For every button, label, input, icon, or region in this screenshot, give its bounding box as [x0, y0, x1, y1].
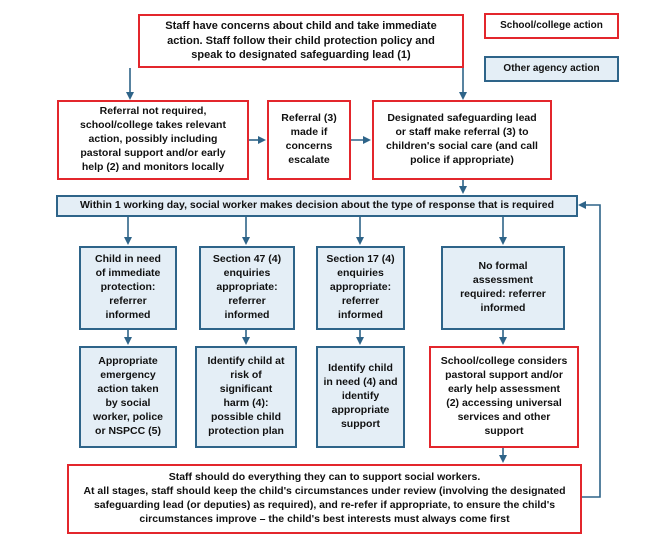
box-referral-not-required: Referral not required, school/college ta… — [57, 100, 249, 180]
box-significant-harm: Identify child at risk of significant ha… — [195, 346, 297, 448]
arrow-feedback-loop — [578, 201, 601, 498]
box-referral-escalate: Referral (3) made if concerns escalate — [267, 100, 351, 180]
box-no-formal-assessment: No formal assessment required: referrer … — [441, 246, 565, 330]
box-immediate-protection: Child in need of immediate protection: r… — [79, 246, 177, 330]
box-school-considers-support: School/college considers pastoral suppor… — [429, 346, 579, 448]
box-staff-concerns: Staff have concerns about child and take… — [138, 14, 464, 68]
box-make-referral: Designated safeguarding lead or staff ma… — [372, 100, 552, 180]
box-section-47: Section 47 (4) enquiries appropriate: re… — [199, 246, 295, 330]
box-support-social-workers: Staff should do everything they can to s… — [67, 464, 582, 534]
legend-school-action: School/college action — [484, 13, 619, 39]
box-child-in-need: Identify child in need (4) and identify … — [316, 346, 405, 448]
box-social-worker-decision: Within 1 working day, social worker make… — [56, 195, 578, 217]
legend-agency-action: Other agency action — [484, 56, 619, 82]
box-emergency-action: Appropriate emergency action taken by so… — [79, 346, 177, 448]
box-section-17: Section 17 (4) enquiries appropriate: re… — [316, 246, 405, 330]
